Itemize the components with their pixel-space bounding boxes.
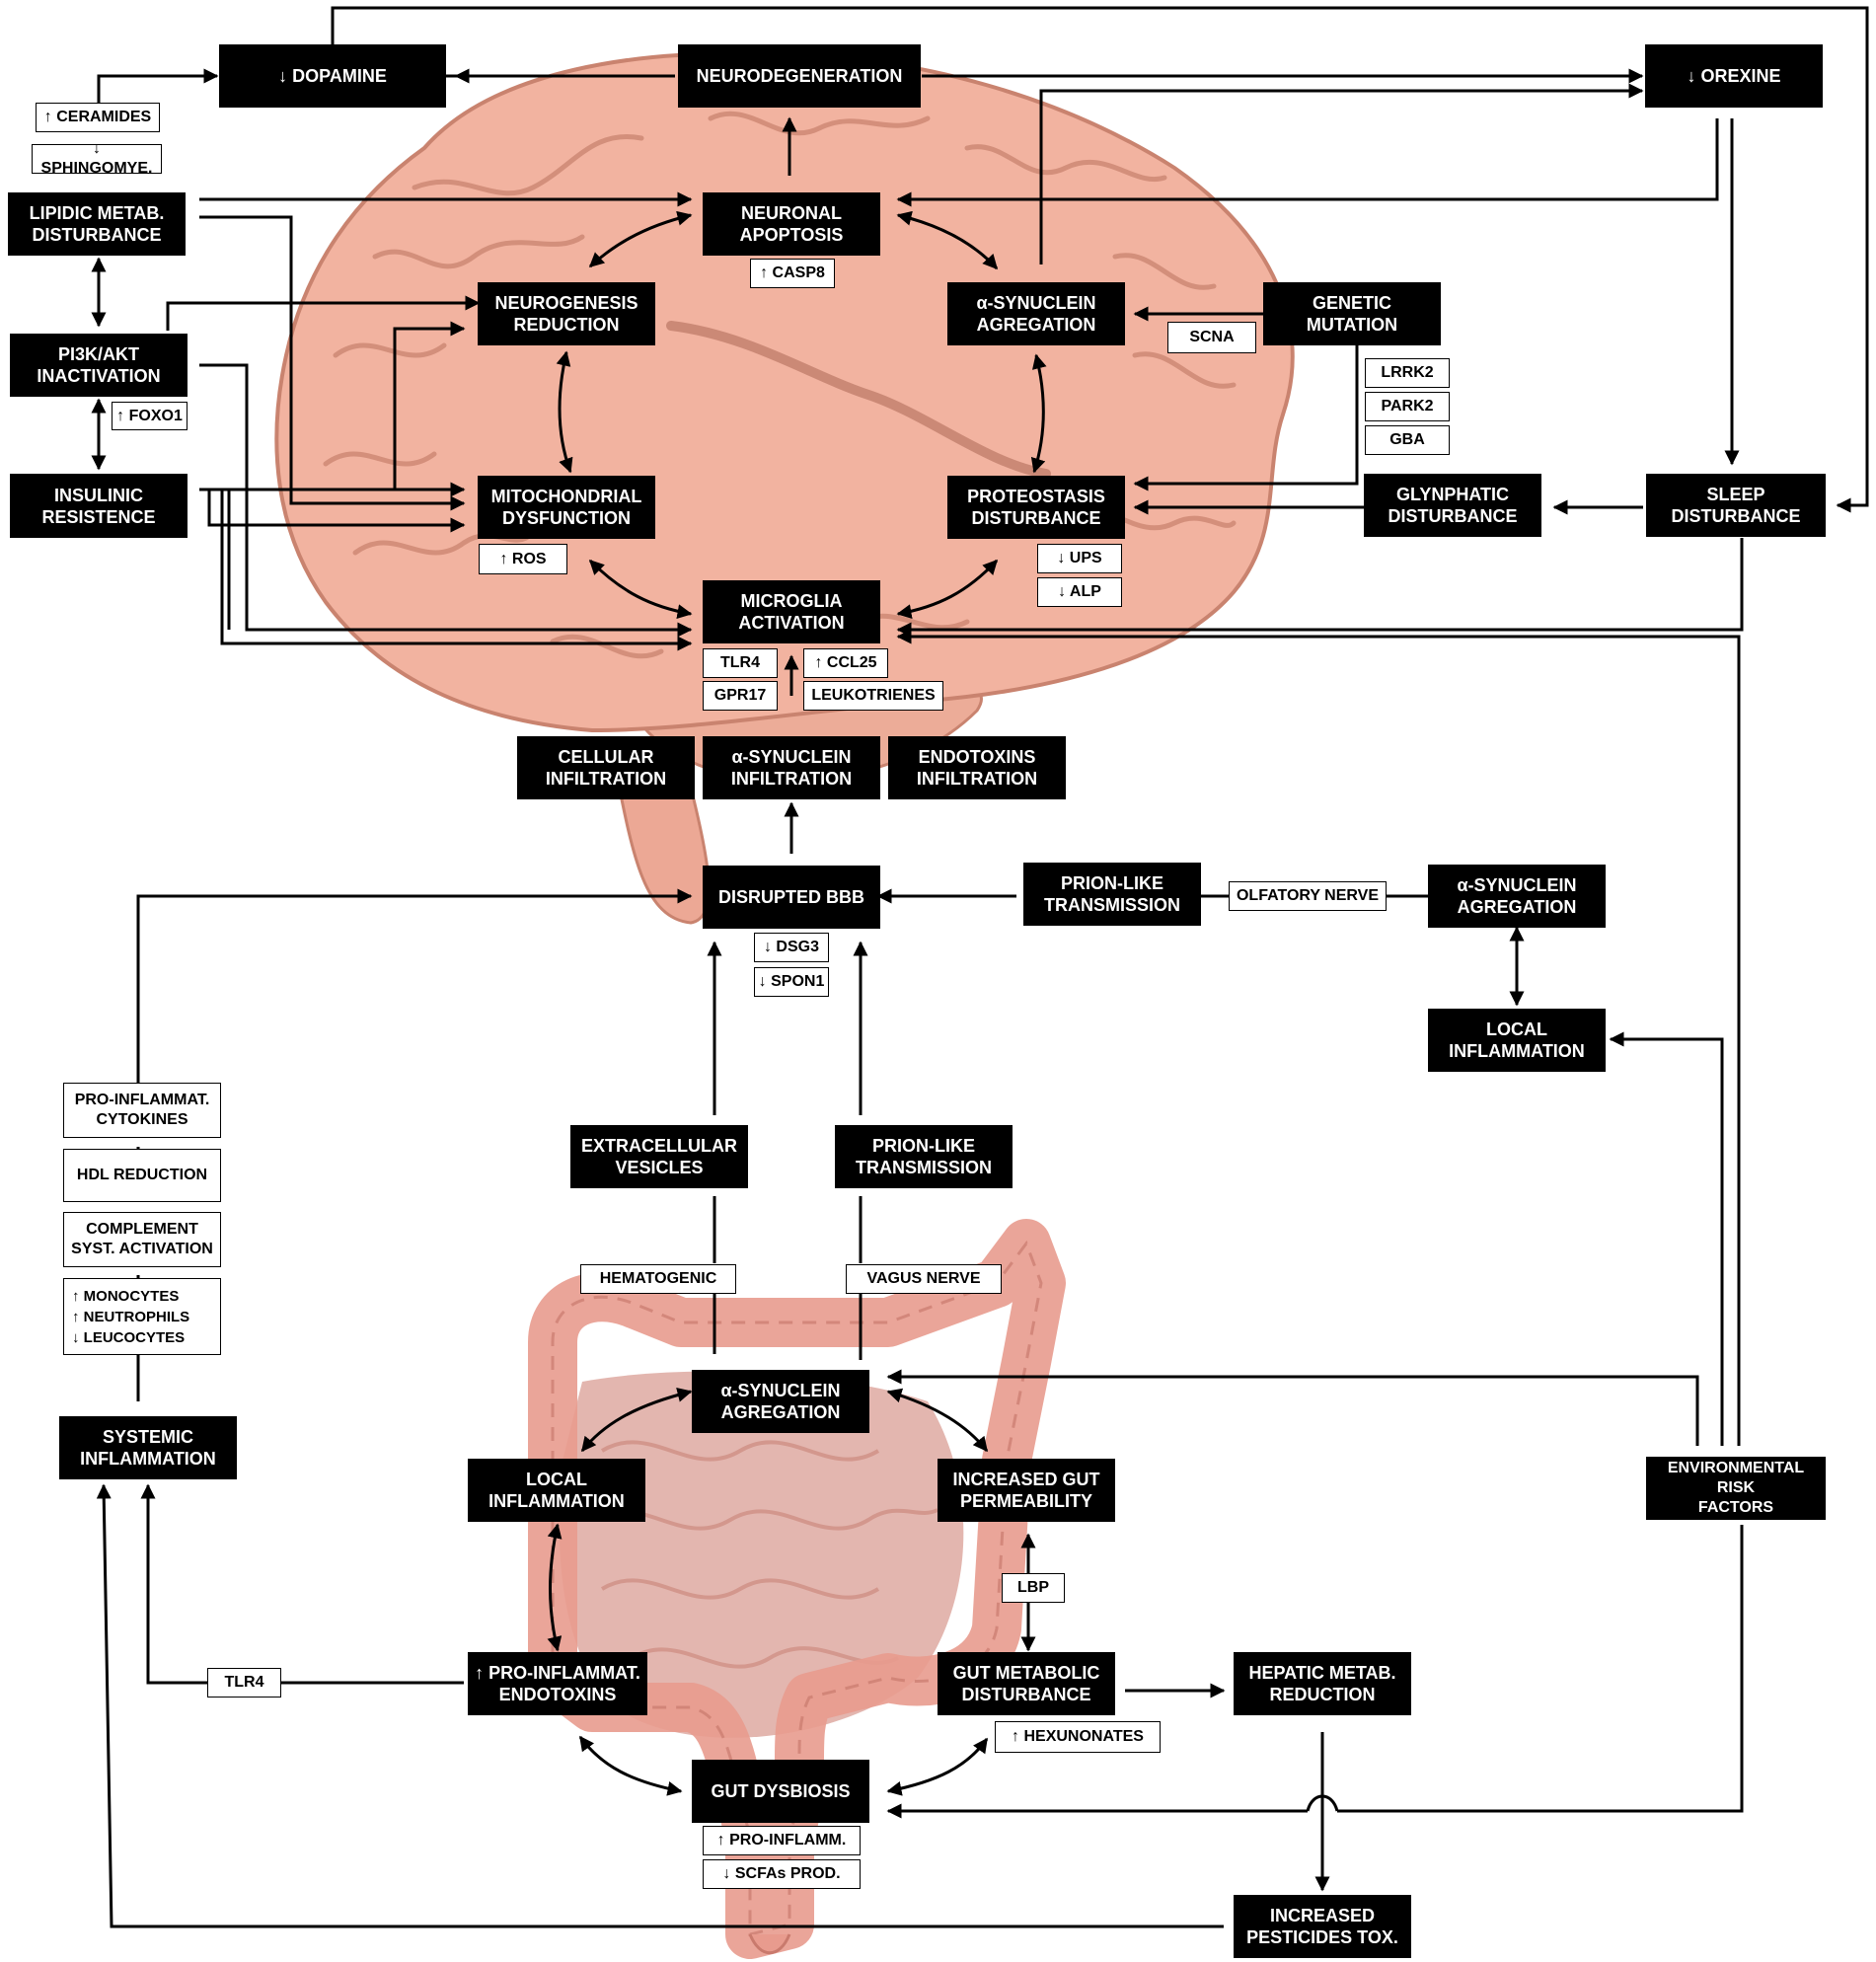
ceramides-label: ↑ CERAMIDES — [36, 103, 160, 132]
gut-dysbiosis-node: GUT DYSBIOSIS — [692, 1760, 869, 1823]
pro-inflammatory-endotoxins-node: ↑ PRO-INFLAMMAT. ENDOTOXINS — [468, 1652, 647, 1715]
tlr4-brain-label: TLR4 — [703, 648, 778, 678]
dsg3-label: ↓ DSG3 — [754, 933, 829, 962]
hdl-reduction-label: HDL REDUCTION — [63, 1149, 221, 1202]
increased-pesticides-tox-node: INCREASED PESTICIDES TOX. — [1234, 1895, 1411, 1958]
alp-label: ↓ ALP — [1037, 577, 1122, 607]
proteostasis-disturbance-node: PROTEOSTASIS DISTURBANCE — [947, 476, 1125, 539]
lbp-label: LBP — [1002, 1573, 1065, 1603]
orexine-node: ↓ OREXINE — [1645, 44, 1823, 108]
ccl25-label: ↑ CCL25 — [803, 648, 888, 678]
tlr4-gut-label: TLR4 — [207, 1668, 281, 1698]
neurogenesis-reduction-node: NEUROGENESIS REDUCTION — [478, 282, 655, 345]
insulinic-resistence-node: INSULINIC RESISTENCE — [10, 474, 188, 538]
asyn-aggregation-brain-node: α-SYNUCLEIN AGREGATION — [947, 282, 1125, 345]
pro-inflammatory-cytokines-label: PRO-INFLAMMAT. CYTOKINES — [63, 1083, 221, 1138]
pi3k-akt-node: PI3K/AKT INACTIVATION — [10, 334, 188, 397]
ros-label: ↑ ROS — [479, 544, 567, 574]
hepatic-metab-reduction-node: HEPATIC METAB. REDUCTION — [1234, 1652, 1411, 1715]
scna-label: SCNA — [1167, 322, 1256, 353]
lipidic-metab-node: LIPIDIC METAB. DISTURBANCE — [8, 192, 186, 256]
environmental-risk-factors-node: ENVIRONMENTAL RISK FACTORS — [1646, 1457, 1826, 1520]
vagus-nerve-label: VAGUS NERVE — [846, 1264, 1002, 1294]
disrupted-bbb-node: DISRUPTED BBB — [703, 866, 880, 929]
asyn-infiltration-node: α-SYNUCLEIN INFILTRATION — [703, 736, 880, 799]
asyn-aggregation-olfactory-node: α-SYNUCLEIN AGREGATION — [1428, 865, 1606, 928]
increased-gut-permeability-node: INCREASED GUT PERMEABILITY — [938, 1459, 1115, 1522]
complement-activation-label: COMPLEMENT SYST. ACTIVATION — [63, 1212, 221, 1267]
neurodegeneration-node: NEURODEGENERATION — [678, 44, 921, 108]
asyn-aggregation-gut-node: α-SYNUCLEIN AGREGATION — [692, 1370, 869, 1433]
sphingomyelin-label: ↓ SPHINGOMYE. — [32, 140, 162, 177]
blood-cells-label: ↑ MONOCYTES ↑ NEUTROPHILS ↓ LEUCOCYTES — [63, 1278, 221, 1355]
microglia-activation-node: MICROGLIA ACTIVATION — [703, 580, 880, 643]
gpr17-label: GPR17 — [703, 681, 778, 711]
mitochondrial-dysfunction-node: MITOCHONDRIAL DYSFUNCTION — [478, 476, 655, 539]
lrrk2-label: LRRK2 — [1365, 358, 1450, 388]
casp8-label: ↑ CASP8 — [750, 259, 835, 288]
scfas-production-label: ↓ SCFAs PROD. — [703, 1859, 861, 1889]
local-inflammation-top-node: LOCAL INFLAMMATION — [1428, 1009, 1606, 1072]
extracellular-vesicles-node: EXTRACELLULAR VESICLES — [570, 1125, 748, 1188]
endotoxins-infiltration-node: ENDOTOXINS INFILTRATION — [888, 736, 1066, 799]
cellular-infiltration-node: CELLULAR INFILTRATION — [517, 736, 695, 799]
genetic-mutation-node: GENETIC MUTATION — [1263, 282, 1441, 345]
dopamine-node: ↓ DOPAMINE — [219, 44, 446, 108]
hexunonates-label: ↑ HEXUNONATES — [995, 1721, 1161, 1753]
pro-inflammatory-label: ↑ PRO-INFLAMM. — [703, 1826, 861, 1855]
sleep-disturbance-node: SLEEP DISTURBANCE — [1646, 474, 1826, 537]
spon1-label: ↓ SPON1 — [754, 967, 829, 997]
foxo1-label: ↑ FOXO1 — [112, 402, 188, 430]
gba-label: GBA — [1365, 425, 1450, 455]
hematogenic-label: HEMATOGENIC — [580, 1264, 736, 1294]
ups-label: ↓ UPS — [1037, 544, 1122, 573]
prion-like-transmission-bottom-node: PRION-LIKE TRANSMISSION — [835, 1125, 1013, 1188]
local-inflammation-gut-node: LOCAL INFLAMMATION — [468, 1459, 645, 1522]
olfactory-nerve-label: OLFATORY NERVE — [1229, 881, 1387, 911]
prion-like-transmission-top-node: PRION-LIKE TRANSMISSION — [1023, 863, 1201, 926]
park2-label: PARK2 — [1365, 392, 1450, 421]
glymphatic-disturbance-node: GLYNPHATIC DISTURBANCE — [1364, 474, 1541, 537]
leukotrienes-label: LEUKOTRIENES — [803, 681, 943, 711]
gut-metabolic-disturbance-node: GUT METABOLIC DISTURBANCE — [938, 1652, 1115, 1715]
systemic-inflammation-node: SYSTEMIC INFLAMMATION — [59, 1416, 237, 1479]
neuronal-apoptosis-node: NEURONAL APOPTOSIS — [703, 192, 880, 256]
